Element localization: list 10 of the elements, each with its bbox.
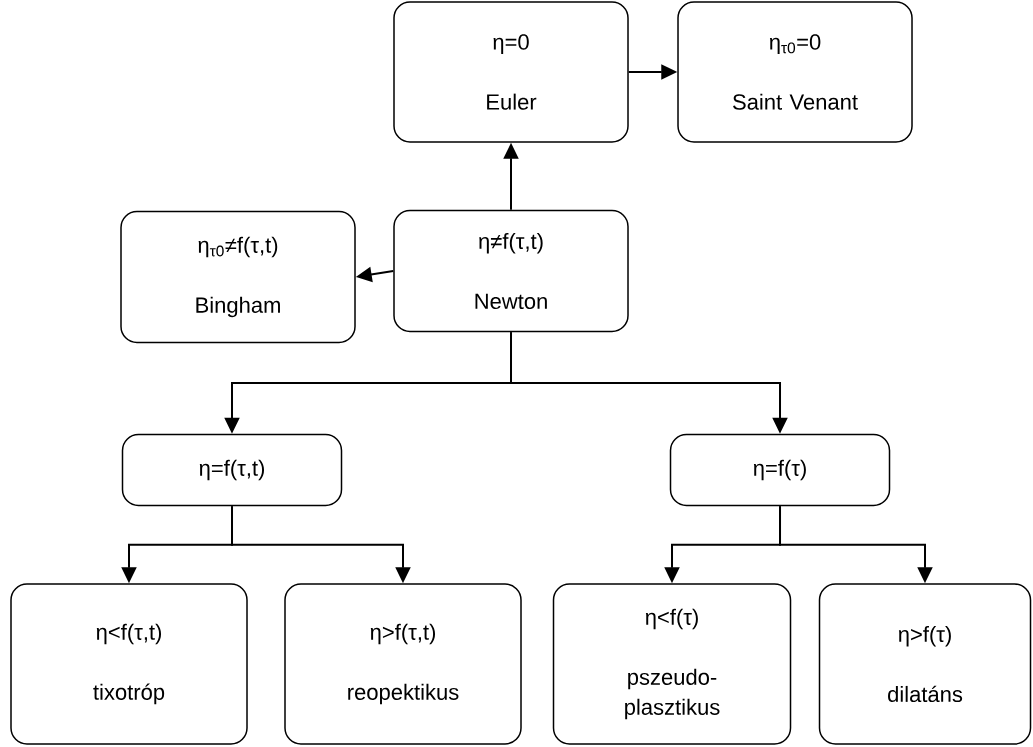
rounded-box: η$_{τ0}$=0 Saint Venant [677, 1, 913, 143]
rounded-box: η=0 Euler [393, 1, 629, 143]
rounded-box: η$_{τ0}$≠f(τ,t) Bingham [120, 210, 356, 344]
rounded-box: η>f(τ) dilatáns [818, 583, 1032, 745]
rounded-box: η<f(τ,t) tixotróp [10, 583, 248, 745]
rounded-box: η>f(τ,t) reopektikus [284, 583, 522, 745]
rounded-box: η=f(τ) [669, 433, 891, 507]
rounded-box: η≠f(τ,t) Newton [393, 209, 629, 333]
rounded-box: η=f(τ,t) [121, 433, 343, 507]
rounded-box: η<f(τ) pszeudo- plasztikus [552, 583, 792, 745]
